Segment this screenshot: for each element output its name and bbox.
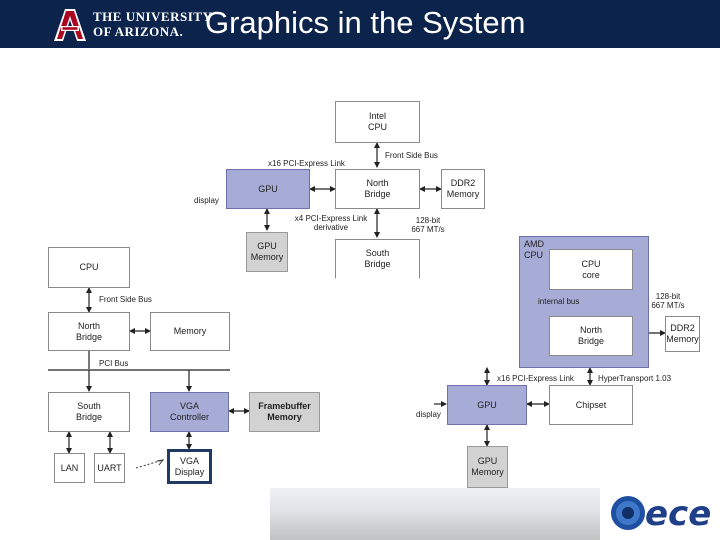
intel-cpu-box: Intel CPU <box>335 101 420 143</box>
top-north-bridge-line2: Bridge <box>364 189 391 199</box>
ece-logo-text: ece <box>645 494 711 534</box>
right-gpu-box: GPU <box>447 385 527 425</box>
intel-cpu-line1: Intel <box>368 111 386 121</box>
left-cpu-label: CPU <box>79 262 99 272</box>
top-north-bridge-line1: North <box>366 178 389 188</box>
amd-cpu-line2: CPU <box>524 250 544 260</box>
right-north-bridge-box: North Bridge <box>549 316 633 356</box>
right-ddr2-line2: Memory <box>666 334 699 344</box>
right-gpu-label: GPU <box>477 399 497 410</box>
intel-cpu-line2: CPU <box>367 122 387 132</box>
right-rate-line1: 128-bit <box>655 292 681 301</box>
left-north-bridge-line1: North <box>77 320 100 331</box>
lan-label: LAN <box>60 462 79 473</box>
right-gpu-memory-box: GPU Memory <box>467 446 508 488</box>
vga-display-line1: VGA <box>179 455 199 466</box>
left-north-bridge-box: North Bridge <box>48 312 130 351</box>
wordmark-line-1: THE UNIVERSITY <box>93 9 213 24</box>
right-ddr2-line1: DDR2 <box>670 323 695 333</box>
top-pcie-x4-line1: x4 PCI-Express Link <box>294 214 368 223</box>
cpu-core-line1: CPU <box>581 258 601 269</box>
right-gpu-memory-line2: Memory <box>471 467 504 477</box>
ece-logo: ece <box>611 494 711 534</box>
amd-cpu-core-box: CPU core <box>549 249 633 290</box>
university-wordmark: THE UNIVERSITY OF ARIZONA. <box>93 9 212 39</box>
framebuffer-memory-line2: Memory <box>267 412 302 422</box>
cpu-core-line2: core <box>582 269 600 280</box>
top-ddr2-line1: DDR2 <box>450 178 476 188</box>
vga-controller-line1: VGA <box>179 401 199 411</box>
right-memory-rate-label: 128-bit 667 MT/s <box>651 292 684 310</box>
chipset-label: Chipset <box>575 399 607 410</box>
title-bar: THE UNIVERSITY OF ARIZONA. Graphics in t… <box>0 0 720 48</box>
top-gpu-label: GPU <box>258 183 278 194</box>
top-front-side-bus-label: Front Side Bus <box>385 151 438 160</box>
slide-title: Graphics in the System <box>205 5 526 40</box>
left-front-side-bus-label: Front Side Bus <box>99 295 152 304</box>
left-south-bridge-line2: Bridge <box>75 412 102 422</box>
campus-photo-footer <box>270 488 600 540</box>
left-memory-label: Memory <box>173 326 207 336</box>
right-gpu-memory-line1: GPU <box>477 456 498 466</box>
amd-cpu-label: AMD CPU <box>524 239 544 261</box>
left-south-bridge-box: South Bridge <box>48 392 130 432</box>
right-display-label: display <box>416 410 441 419</box>
top-gpu-memory-box: GPU Memory <box>246 232 288 272</box>
top-ddr2-line2: Memory <box>446 189 480 199</box>
chipset-box: Chipset <box>549 385 633 425</box>
internal-bus-label: internal bus <box>538 297 580 306</box>
right-ddr2-memory-box: DDR2 Memory <box>665 316 700 352</box>
left-south-bridge-line1: South <box>77 401 101 411</box>
top-gpu-memory-line2: Memory <box>250 252 284 262</box>
top-ddr2-memory-box: DDR2 Memory <box>441 169 485 209</box>
top-rate-line2: 667 MT/s <box>411 225 445 234</box>
top-south-bridge-box: South Bridge <box>335 239 420 279</box>
top-pcie-x4-label: x4 PCI-Express Link derivative <box>295 214 367 232</box>
top-pcie-x16-label: x16 PCI-Express Link <box>268 159 345 168</box>
lan-box: LAN <box>54 453 85 483</box>
pci-bus-label: PCI Bus <box>99 359 129 368</box>
vga-controller-line2: Controller <box>169 412 209 422</box>
right-rate-line2: 667 MT/s <box>651 301 685 310</box>
vga-controller-box: VGA Controller <box>150 392 229 432</box>
right-north-bridge-line1: North <box>579 325 602 335</box>
hypertransport-label: HyperTransport 1.03 <box>598 374 672 383</box>
top-memory-rate-label: 128-bit 667 MT/s <box>411 216 444 234</box>
top-north-bridge-box: North Bridge <box>335 169 420 209</box>
left-north-bridge-line2: Bridge <box>75 331 102 342</box>
vga-display-line2: Display <box>174 466 205 477</box>
university-of-arizona-a-logo <box>54 9 86 41</box>
top-pcie-x4-line2: derivative <box>313 223 349 232</box>
left-memory-box: Memory <box>150 312 230 351</box>
top-display-label: display <box>194 196 219 205</box>
top-gpu-memory-line1: GPU <box>257 241 277 251</box>
top-south-bridge-line1: South <box>365 248 390 258</box>
vga-display-box: VGA Display <box>167 449 212 484</box>
framebuffer-memory-line1: Framebuffer <box>258 401 311 411</box>
right-north-bridge-line2: Bridge <box>577 336 604 346</box>
right-pcie-x16-label: x16 PCI-Express Link <box>497 374 574 383</box>
wordmark-line-2: OF ARIZONA. <box>93 24 184 39</box>
top-gpu-box: GPU <box>226 169 310 209</box>
uart-label: UART <box>97 462 122 473</box>
framebuffer-memory-box: Framebuffer Memory <box>249 392 320 432</box>
top-south-bridge-line2: Bridge <box>364 259 391 269</box>
top-rate-line1: 128-bit <box>415 216 441 225</box>
left-cpu-box: CPU <box>48 247 130 288</box>
uart-box: UART <box>94 453 125 483</box>
amd-cpu-line1: AMD <box>524 239 544 249</box>
